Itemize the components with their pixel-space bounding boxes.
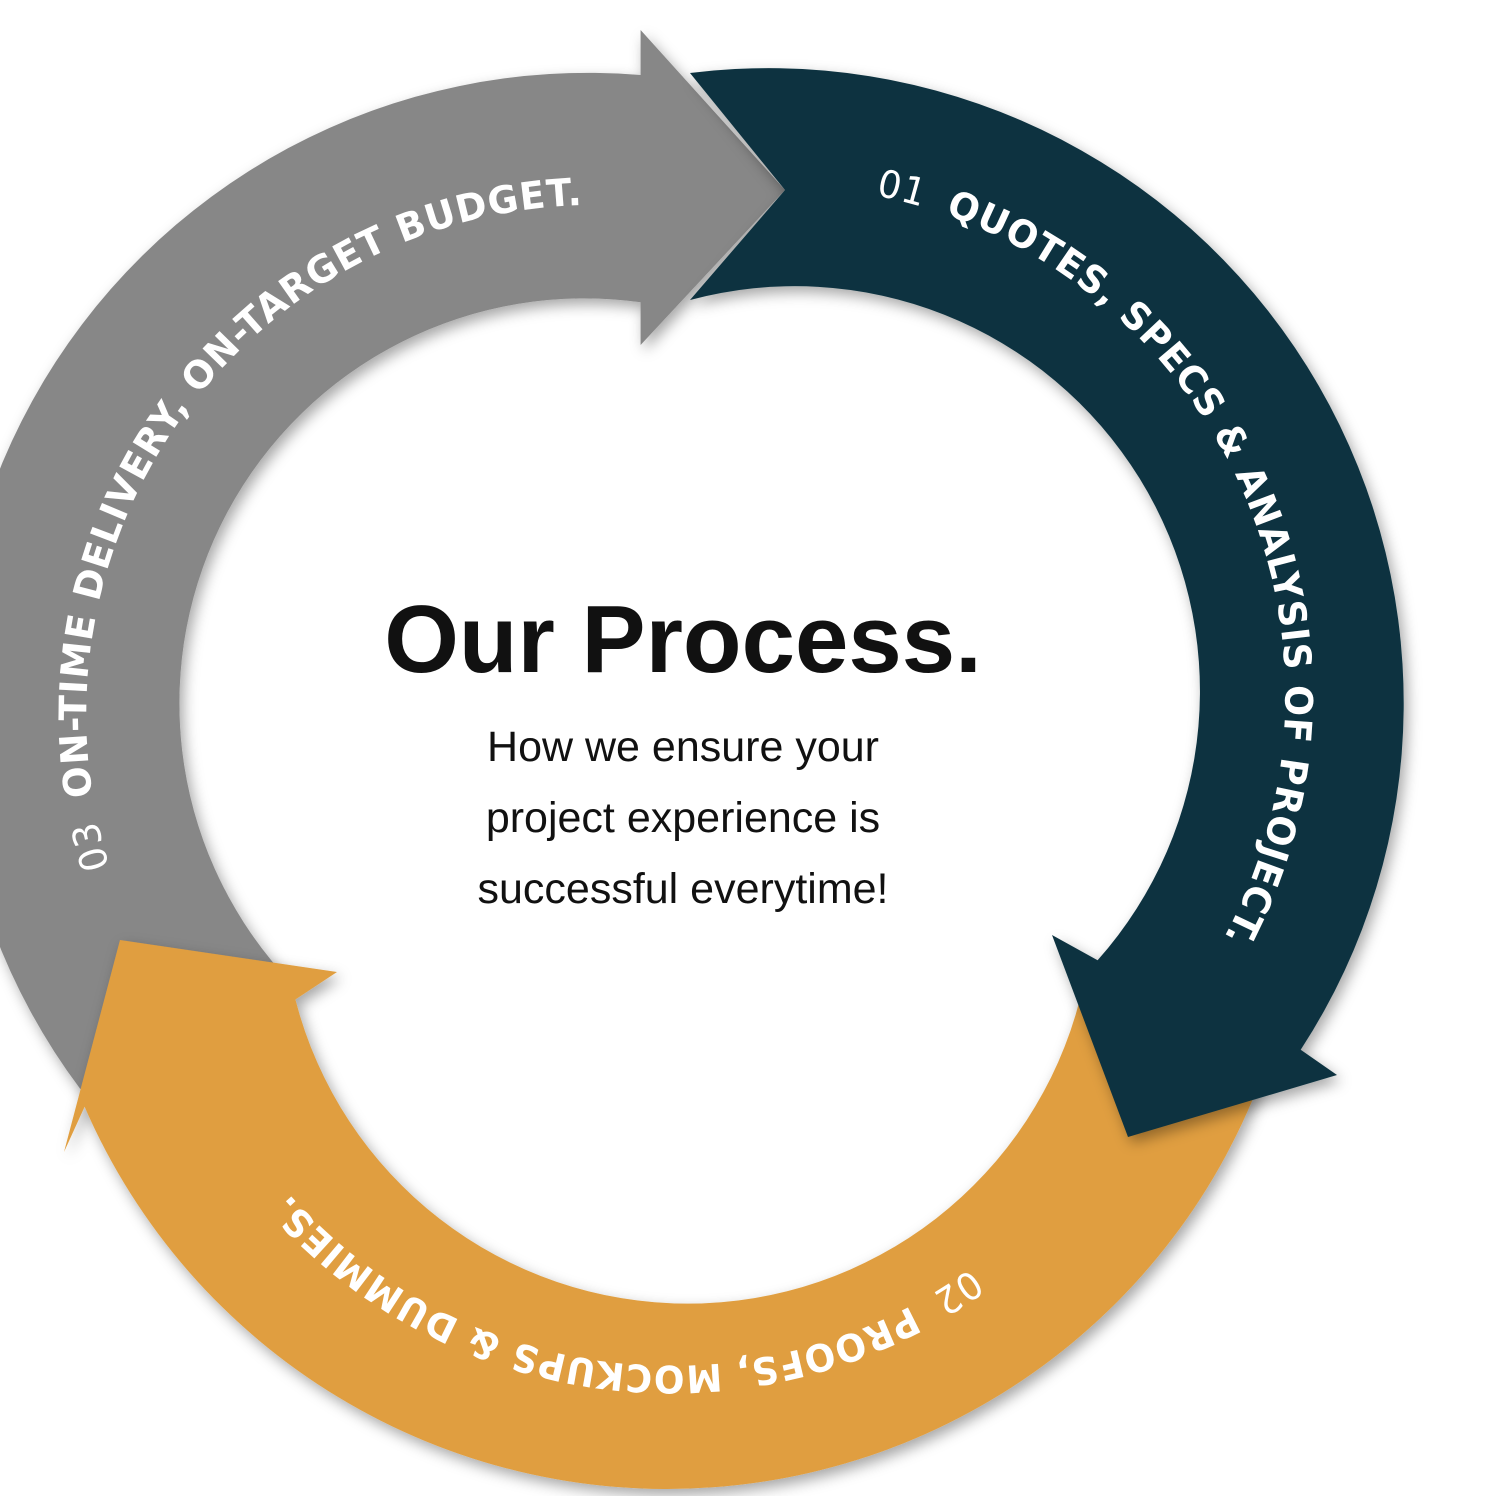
step-02-arrow — [64, 940, 1280, 1489]
subtitle-line-1: How we ensure your — [487, 723, 879, 771]
subtitle-line-2: project experience is — [486, 794, 880, 842]
subtitle-line-3: successful everytime! — [477, 865, 888, 913]
step-01-arrow — [690, 68, 1404, 1138]
page-title: Our Process. — [384, 586, 982, 693]
step-03-arrow — [0, 30, 785, 1089]
